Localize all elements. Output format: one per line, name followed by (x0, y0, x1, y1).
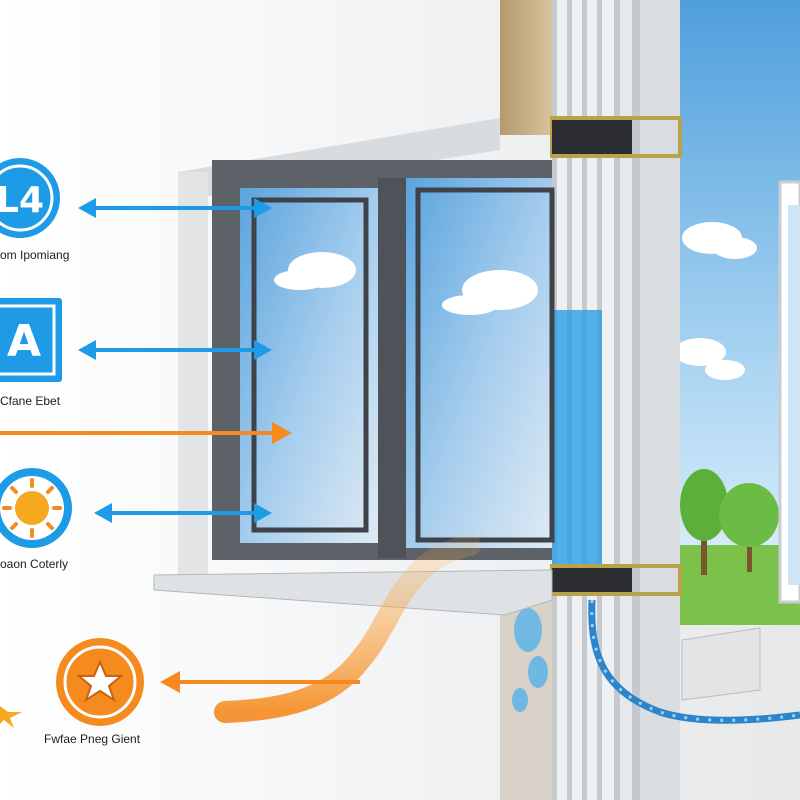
sparkle-icon (0, 706, 22, 728)
feature-label-3: oaon Coterly (0, 557, 69, 571)
heat-flow-stream (214, 534, 481, 723)
window-profile-section (550, 0, 682, 800)
wall-section-wood (500, 0, 552, 135)
star-badge-icon (56, 638, 144, 726)
arrow-double-blue-2 (78, 340, 272, 360)
svg-text:A: A (7, 316, 41, 367)
arrow-double-blue-1 (78, 198, 272, 218)
feature-label-2: Cfane Ebet (0, 394, 61, 408)
outdoor-ledge (681, 627, 761, 701)
arrow-orange-left (160, 671, 360, 693)
outdoor-window (778, 180, 800, 604)
energy-rating-icon: L4 (0, 158, 60, 238)
water-splash (512, 608, 548, 712)
outdoor-cloud (674, 222, 757, 380)
window-frame (178, 118, 555, 577)
rating-a-icon: A (0, 298, 62, 382)
arrow-double-blue-3 (94, 503, 272, 523)
feature-label-4: Fwfae Pneg Gient (44, 732, 141, 746)
arrow-single-orange (0, 422, 292, 444)
tree-icon (680, 469, 779, 575)
sun-icon (0, 468, 72, 548)
svg-text:L4: L4 (0, 180, 44, 221)
feature-label-1: om Ipomiang (0, 248, 70, 262)
window-cloud (274, 252, 538, 315)
window-sill (153, 569, 553, 616)
